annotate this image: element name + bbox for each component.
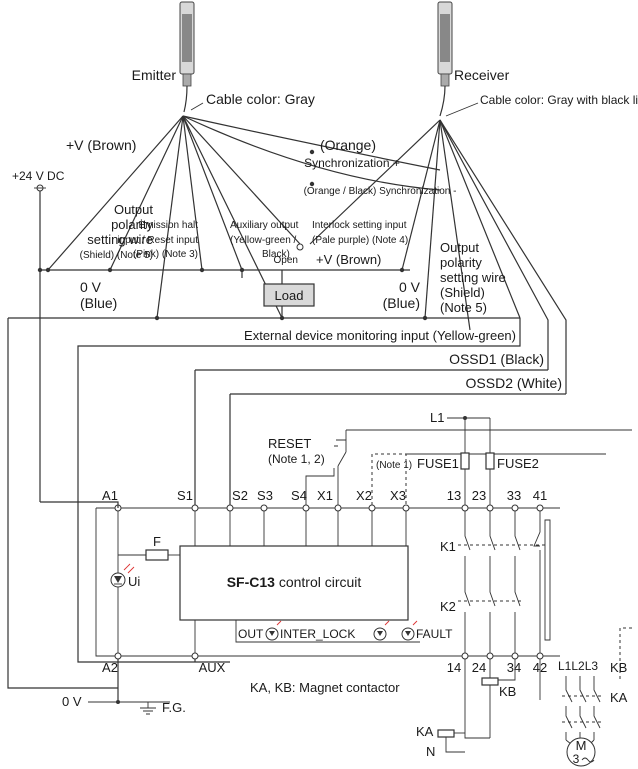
emission-halt-2: input / Reset input (117, 235, 198, 246)
ui-led-icon (110, 563, 135, 588)
output-polarity-1: Output (114, 202, 153, 217)
motor-icon (566, 737, 596, 767)
out-led-icon (265, 620, 282, 641)
note1-label: (Note 1) (376, 460, 412, 471)
fuse1-icon (460, 452, 470, 470)
rx-polarity-2: polarity (440, 255, 482, 270)
terminal-x2: X2 (356, 488, 372, 503)
motor-3: 3 (573, 752, 580, 766)
kb-coil-icon (481, 677, 499, 686)
fg-label: F.G. (162, 700, 186, 715)
rx-polarity-1: Output (440, 240, 479, 255)
terminal-33: 33 (507, 488, 521, 503)
k2-label: K2 (440, 599, 456, 614)
rx-polarity-4: (Shield) (440, 285, 485, 300)
interlock-1: Interlock setting input (312, 220, 407, 231)
receiver-cable-label: Cable color: Gray with black line (480, 93, 638, 107)
aux-output-1: Auxiliary output (230, 220, 299, 231)
reset-label: RESET (268, 436, 311, 451)
n-label: N (426, 744, 435, 759)
orange-label: (Orange) (320, 137, 376, 153)
terminal-a2: A2 (102, 660, 118, 675)
zero-v-right-2: (Blue) (383, 295, 420, 311)
output-polarity-4: (Shield) (Note 5) (80, 250, 153, 261)
terminal-23: 23 (472, 488, 486, 503)
control-circuit-title: SF-C13 control circuit (227, 574, 362, 590)
output-polarity-2: polarity (111, 217, 153, 232)
ossd1-label: OSSD1 (Black) (449, 351, 544, 367)
emission-halt-1: Emission halt (139, 220, 199, 231)
l1l2l3-label: L1L2L3 (558, 659, 598, 673)
ka-coil-label: KA (416, 724, 434, 739)
output-polarity-3: setting wire (87, 232, 153, 247)
sync-minus-label: (Orange / Black) Synchronization - (304, 186, 457, 197)
emitter-sensor (179, 1, 195, 113)
emitter-cable-label: Cable color: Gray (206, 91, 315, 107)
reset-note-label: (Note 1, 2) (268, 452, 325, 466)
terminal-24: 24 (472, 660, 486, 675)
receiver-label: Receiver (454, 67, 510, 83)
sync-plus-label: Synchronization + (304, 156, 400, 170)
terminal-s3: S3 (257, 488, 273, 503)
load-box (263, 283, 315, 307)
interlock-led-icon (373, 620, 390, 641)
l1-label: L1 (430, 410, 444, 425)
terminal-a1: A1 (102, 488, 118, 503)
aux-output-3: Black) (262, 249, 290, 260)
ground-icon (140, 702, 156, 715)
ossd2-label: OSSD2 (White) (466, 375, 562, 391)
terminal-s4: S4 (291, 488, 307, 503)
magnet-contactor-label: KA, KB: Magnet contactor (250, 680, 400, 695)
terminal-s1: S1 (177, 488, 193, 503)
open-label: Open (274, 255, 298, 266)
emission-halt-3: (Pink) (Note 3) (133, 249, 198, 260)
rx-polarity-3: setting wire (440, 270, 506, 285)
ui-label: Ui (128, 574, 140, 589)
zero-v-right-1: 0 V (399, 279, 421, 295)
terminal-x3: X3 (390, 488, 406, 503)
kb-coil-label: KB (499, 684, 516, 699)
terminal-13: 13 (447, 488, 461, 503)
motor-m: M (576, 738, 587, 753)
terminal-14: 14 (447, 660, 461, 675)
inter-lock-label: INTER_LOCK (280, 627, 355, 641)
zero-v-bottom-label: 0 V (62, 694, 82, 709)
zero-v-left-1: 0 V (80, 279, 102, 295)
top-terminal-labels: A1 S1 S2 S3 S4 X1 X2 X3 13 23 33 41 (102, 488, 547, 503)
k1-label: K1 (440, 539, 456, 554)
terminal-aux: AUX (199, 660, 226, 675)
ka-coil-icon (437, 729, 455, 738)
v-brown-right-label: +V (Brown) (316, 252, 381, 267)
emitter-label: Emitter (132, 67, 177, 83)
control-circuit-box (179, 545, 409, 621)
aux-output-2: (Yellow-green / (230, 235, 297, 246)
kb-contact-label: KB (610, 660, 627, 675)
fuse2-label: FUSE2 (497, 456, 539, 471)
supply-label: +24 V DC (12, 169, 65, 183)
receiver-wires (309, 119, 567, 394)
terminal-34: 34 (507, 660, 521, 675)
fuse2-icon (485, 452, 495, 470)
out-label: OUT (238, 627, 264, 641)
receiver-sensor (437, 1, 453, 117)
f-label: F (153, 534, 161, 549)
motor-circuit (562, 627, 632, 749)
interlock-2: (Pale purple) (Note 4) (312, 235, 408, 246)
rx-polarity-5: (Note 5) (440, 300, 487, 315)
fuse1-label: FUSE1 (417, 456, 459, 471)
fault-label: FAULT (416, 627, 453, 641)
emitter-wires (47, 115, 441, 319)
load-label: Load (275, 288, 304, 303)
ka-contact-label: KA (610, 690, 628, 705)
terminal-s2: S2 (232, 488, 248, 503)
fault-led-icon (401, 620, 418, 641)
ext-monitor-label: External device monitoring input (Yellow… (244, 328, 516, 343)
zero-v-left-2: (Blue) (80, 295, 117, 311)
terminal-x1: X1 (317, 488, 333, 503)
v-brown-left-label: +V (Brown) (66, 137, 136, 153)
relay-contacts (458, 511, 551, 653)
terminal-41: 41 (533, 488, 547, 503)
